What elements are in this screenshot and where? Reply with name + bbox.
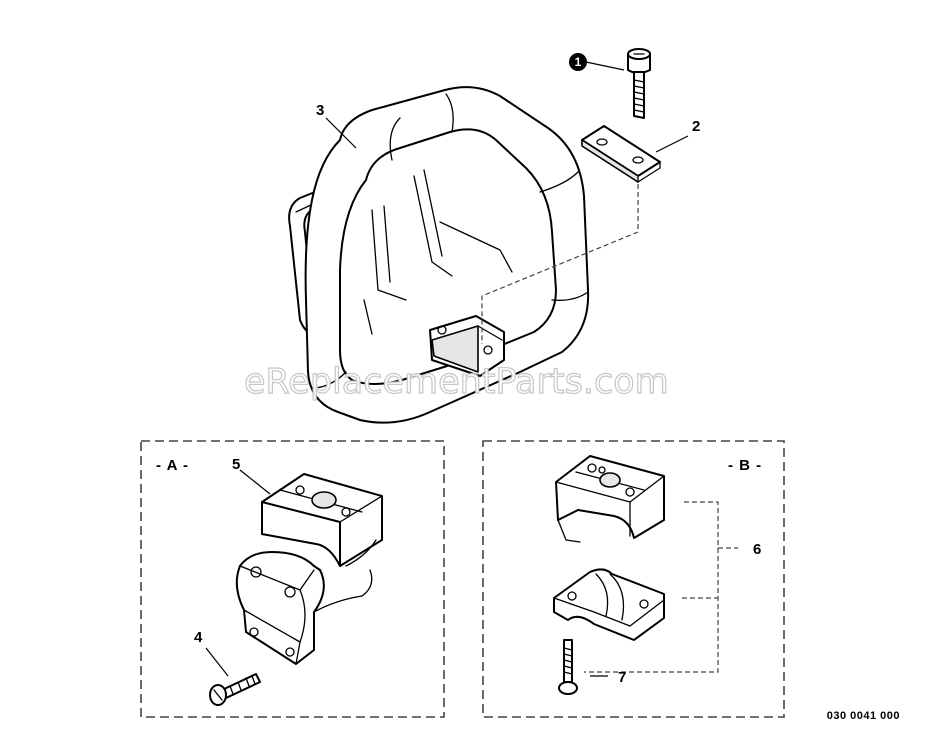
part-label-4: 4 bbox=[194, 629, 203, 646]
clamp-plate-2 bbox=[581, 125, 661, 183]
screw-4 bbox=[209, 673, 261, 706]
clamp-5 bbox=[235, 473, 383, 665]
part-label-2: 2 bbox=[692, 118, 701, 135]
clamp-6-lower bbox=[553, 568, 665, 641]
section-label-a: - A - bbox=[154, 457, 192, 474]
clamp-6-upper bbox=[555, 455, 665, 543]
part-label-6: 6 bbox=[753, 541, 762, 558]
part-label-5: 5 bbox=[232, 456, 241, 473]
watermark: eReplacementParts.com bbox=[243, 361, 669, 402]
part-label-3: 3 bbox=[316, 102, 325, 119]
part-label-7: 7 bbox=[618, 669, 627, 686]
screw-7 bbox=[558, 639, 578, 695]
screw-1 bbox=[627, 48, 651, 119]
front-handle bbox=[288, 86, 590, 424]
section-label-b: - B - bbox=[726, 457, 765, 474]
diagram-code: 030 0041 000 bbox=[826, 710, 900, 722]
box-a-frame bbox=[140, 440, 445, 718]
bracket-6-7 bbox=[584, 501, 719, 673]
part-label-1: 1 bbox=[569, 53, 587, 71]
box-b-frame bbox=[482, 440, 785, 718]
